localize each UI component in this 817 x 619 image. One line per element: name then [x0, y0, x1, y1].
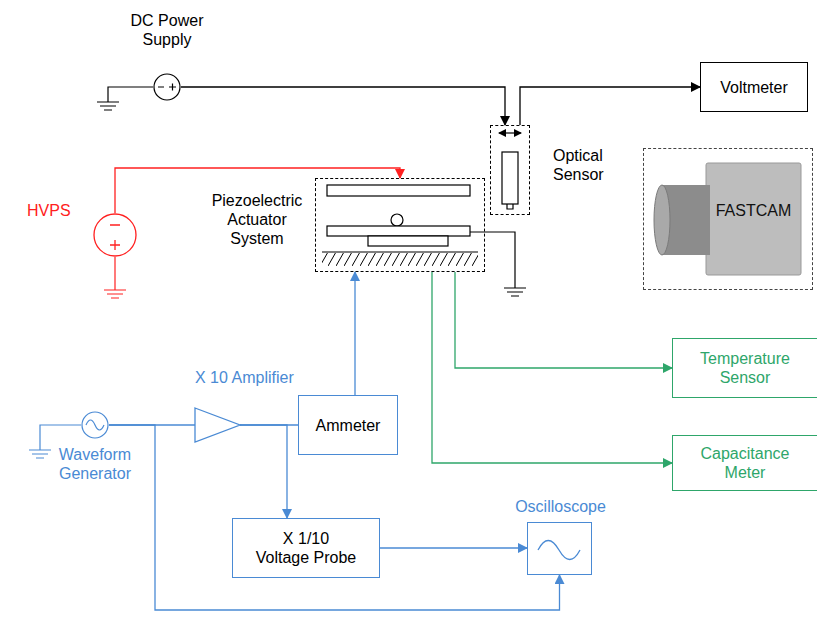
voltmeter-box: Voltmeter	[700, 62, 808, 112]
box-label: Capacitance Meter	[673, 444, 817, 482]
component-label: DC Power Supply	[122, 11, 212, 49]
piezo-stack	[322, 185, 478, 266]
component-label: FASTCAM	[706, 201, 801, 220]
ammeter-box: Ammeter	[298, 395, 398, 455]
box-label: Temperature Sensor	[673, 349, 817, 387]
hvps-source: HVPS	[93, 213, 137, 257]
amplifier-symbol-shape	[195, 408, 240, 442]
text-holder: Voltmeter	[701, 63, 807, 111]
oscilloscope-shape	[528, 523, 591, 574]
temperature-sensor-box: Temperature Sensor	[672, 338, 817, 398]
wire-connector	[432, 272, 672, 463]
capacitance-meter-box: Capacitance Meter	[672, 435, 817, 491]
piezo-actuator-system: Piezoelectric Actuator System	[315, 178, 485, 272]
ground-symbol	[470, 232, 526, 296]
text-holder: X 1/10 Voltage Probe	[233, 519, 379, 577]
ground-symbol	[97, 87, 153, 110]
box-label: X 1/10 Voltage Probe	[248, 529, 364, 567]
component-label: Oscilloscope	[500, 497, 621, 516]
wire-connector	[354, 272, 355, 395]
label-holder: Oscilloscope	[500, 497, 621, 516]
label-holder: Piezoelectric Actuator System	[206, 191, 308, 248]
box-label: Ammeter	[310, 416, 387, 435]
text-holder: Temperature Sensor	[673, 339, 817, 397]
wire-connector	[380, 547, 527, 548]
label-holder: X 10 Amplifier	[195, 368, 315, 387]
fastcam-camera: FASTCAM	[643, 148, 813, 290]
wire-connector	[520, 87, 700, 125]
waveform-generator-shape	[81, 411, 109, 439]
wire-connector	[181, 87, 505, 125]
amplifier-symbol: X 10 Amplifier	[195, 408, 240, 442]
ground-symbol	[104, 257, 126, 298]
hvps-source-shape	[93, 213, 137, 257]
component-label: Piezoelectric Actuator System	[206, 191, 308, 248]
label-holder: Optical Sensor	[553, 146, 625, 184]
box-label: Voltmeter	[714, 78, 794, 97]
label-holder: Waveform Generator	[45, 445, 145, 483]
label-holder: FASTCAM	[706, 201, 801, 220]
label-holder: DC Power Supply	[122, 11, 212, 49]
text-holder: Ammeter	[299, 396, 397, 454]
label-holder: HVPS	[27, 201, 83, 220]
wire-connector	[455, 272, 672, 368]
component-label: Optical Sensor	[553, 146, 625, 184]
component-label: HVPS	[27, 201, 83, 220]
waveform-generator: Waveform Generator	[81, 411, 109, 439]
voltage-probe-box: X 1/10 Voltage Probe	[232, 518, 380, 578]
dc-power-supply: DC Power Supply	[153, 73, 181, 101]
wire-connector	[240, 425, 287, 518]
text-holder: Capacitance Meter	[673, 436, 817, 490]
oscilloscope: Oscilloscope	[527, 522, 592, 575]
component-label: Waveform Generator	[45, 445, 145, 483]
dc-power-supply-shape	[153, 73, 181, 101]
optical-sensor: Optical Sensor	[490, 125, 530, 215]
component-label: X 10 Amplifier	[195, 368, 315, 387]
optical-probe	[499, 133, 521, 209]
